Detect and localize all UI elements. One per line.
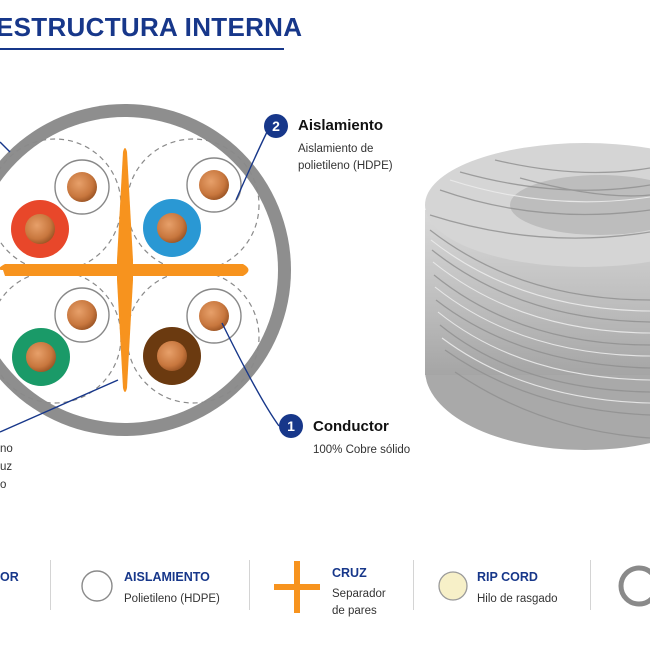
title-underline [0,48,284,50]
leader-line-left-bottom [0,379,119,433]
wire-white-top-left [54,159,110,215]
legend: OR AISLAMIENTO Polietileno (HDPE) CRUZ S… [0,548,650,638]
callout-aislamiento-line-2: polietileno (HDPE) [298,160,393,172]
wire-green [12,328,70,386]
badge-2-icon: 2 [264,114,288,138]
left-text-fragment-3: o [0,479,7,491]
insulation-circle-icon [81,570,113,602]
callout-aislamiento-title: Aislamiento [298,117,384,134]
cable-diagram [0,104,650,450]
leader-line-left-top [0,141,11,153]
legend-divider [413,560,414,610]
cross-separator-icon [274,561,320,613]
legend-item-ripcord-desc: Hilo de rasgado [477,593,558,605]
legend-item-cruz-desc: Separador de pares [332,586,386,620]
rip-cord-icon [438,571,468,601]
wire-blue [143,199,201,257]
wire-orange [11,200,69,258]
callout-aislamiento-desc: Aislamiento de polietileno (HDPE) [298,141,393,175]
legend-divider [590,560,591,610]
leader-line-aislamiento [235,129,269,201]
badge-1-icon: 1 [279,414,303,438]
legend-item-cruz-line-1: Separador [332,588,386,600]
leader-line-conductor [221,322,280,427]
wire-white-bottom-right [186,288,242,344]
callout-conductor-desc: 100% Cobre sólido [313,444,411,456]
cross-separator [0,148,249,392]
legend-item-conductor-title: OR [0,570,19,584]
leader-lines [0,129,280,433]
wire-white-top-right [186,157,242,213]
callout-conductor-title: Conductor [313,418,389,435]
legend-item-aislamiento-title: AISLAMIENTO [124,570,210,584]
legend-divider [50,560,51,610]
legend-item-cruz-title: CRUZ [332,566,367,580]
cable-spool-image [425,143,650,450]
left-text-fragment-2: uz [0,461,13,473]
left-text-fragment-1: no [0,443,13,455]
page-title: ESTRUCTURA INTERNA [0,12,303,42]
legend-item-aislamiento-desc: Polietileno (HDPE) [124,593,220,605]
legend-item-cruz-line-2: de pares [332,605,377,617]
legend-divider [249,560,250,610]
callout-aislamiento-line-1: Aislamiento de [298,143,374,155]
jacket-ring-icon [618,565,650,607]
legend-item-ripcord-title: RIP CORD [477,570,538,584]
wire-white-bottom-left [54,287,110,343]
wire-brown [143,327,201,385]
